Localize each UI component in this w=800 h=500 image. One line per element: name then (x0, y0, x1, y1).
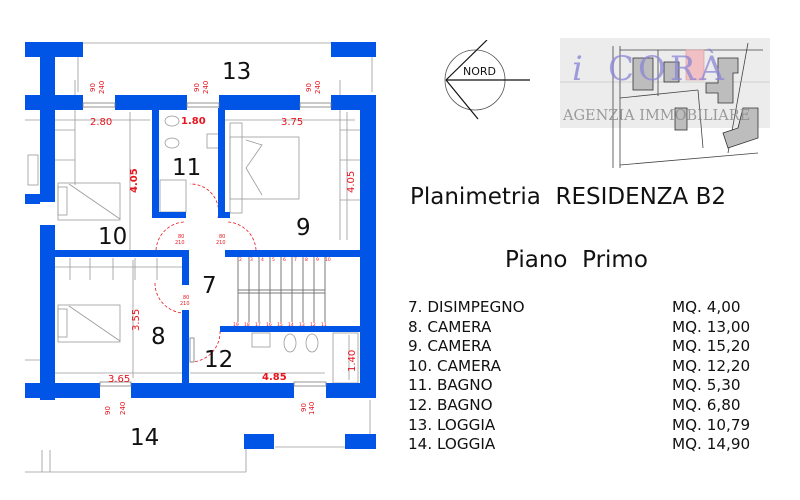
legend-room-area: MQ. 6,80 (672, 395, 741, 414)
svg-text:210: 210 (216, 240, 226, 246)
legend-room-name: 12. BAGNO (408, 395, 493, 414)
room-number-9: 9 (296, 215, 311, 241)
agency-logo: i CORÀ AGENZIA IMMOBILIARE (560, 38, 770, 168)
logo-brand: i (572, 49, 583, 89)
svg-text:10: 10 (325, 257, 331, 263)
legend-room-name: 10. CAMERA (408, 356, 502, 375)
svg-text:4: 4 (261, 257, 264, 263)
svg-text:3: 3 (250, 257, 253, 263)
dim-room8-depth: 3.55 (131, 309, 142, 331)
room-area-legend: 7. DISIMPEGNO MQ. 4,00 8. CAMERA MQ. 13,00… (408, 298, 768, 455)
svg-text:14: 14 (288, 322, 294, 328)
staircase (237, 257, 326, 322)
svg-text:18: 18 (244, 322, 250, 328)
legend-room-area: MQ. 5,30 (672, 376, 741, 395)
legend-row: 8. CAMERA MQ. 13,00 (408, 318, 768, 338)
legend-room-name: 11. BAGNO (408, 376, 493, 395)
dim-room8-width: 3.65 (108, 374, 130, 385)
legend-room-name: 13. LOGGIA (408, 415, 496, 434)
page-title: Planimetria RESIDENZA B2 (410, 184, 727, 210)
dim-room12-width: 4.85 (262, 372, 287, 383)
svg-text:80: 80 (183, 295, 189, 301)
svg-text:12: 12 (310, 322, 316, 328)
legend-room-name: 9. CAMERA (408, 337, 492, 356)
logo-brand-name: CORÀ (608, 48, 728, 89)
svg-text:5: 5 (272, 257, 275, 263)
svg-text:90: 90 (300, 403, 308, 412)
legend-row: 13. LOGGIA MQ. 10,79 (408, 416, 768, 436)
room-numbers: 13 11 10 9 7 8 12 14 (98, 59, 311, 451)
floor-plan: 2 3 4 5 6 7 8 9 10 19 18 17 16 15 14 13 12 11 (25, 42, 376, 473)
svg-text:240: 240 (202, 81, 210, 94)
logo-tagline: AGENZIA IMMOBILIARE (562, 108, 750, 124)
svg-text:11: 11 (321, 322, 327, 328)
window-label-top-1: 90 (89, 83, 97, 92)
legend-row: 12. BAGNO MQ. 6,80 (408, 396, 768, 416)
floor-subtitle: Piano Primo (505, 247, 648, 273)
legend-room-area: MQ. 15,20 (672, 337, 751, 356)
svg-text:90: 90 (193, 83, 201, 92)
dim-room9-depth: 4.05 (346, 171, 357, 193)
svg-text:8: 8 (305, 257, 308, 263)
svg-text:13: 13 (299, 322, 305, 328)
window-labels: 90 240 90 240 90 240 90 240 90 140 (89, 81, 322, 415)
legend-room-area: MQ. 4,00 (672, 298, 741, 316)
svg-text:7: 7 (294, 257, 297, 263)
compass-label: NORD (463, 65, 496, 78)
legend-room-area: MQ. 14,90 (672, 435, 751, 454)
legend-row: 10. CAMERA MQ. 12,20 (408, 357, 768, 377)
legend-row: 14. LOGGIA MQ. 14,90 (408, 435, 768, 455)
svg-text:240: 240 (314, 81, 322, 94)
svg-text:17: 17 (255, 322, 261, 328)
svg-text:15: 15 (277, 322, 283, 328)
svg-text:80: 80 (178, 234, 184, 240)
room-number-10: 10 (98, 224, 127, 250)
highlighted-lot (685, 49, 705, 81)
room-number-12: 12 (204, 347, 233, 373)
room-number-8: 8 (151, 324, 166, 350)
svg-text:240: 240 (119, 402, 127, 415)
svg-text:210: 210 (180, 301, 190, 307)
svg-text:90: 90 (104, 406, 112, 415)
dim-room10-depth: 4.05 (129, 168, 140, 193)
dim-room12-depth: 1.40 (347, 350, 358, 372)
dim-room9-width: 3.75 (281, 117, 303, 128)
legend-row: 7. DISIMPEGNO MQ. 4,00 (408, 298, 768, 318)
legend-room-name: 14. LOGGIA (408, 435, 496, 454)
svg-text:19: 19 (233, 322, 239, 328)
svg-text:2: 2 (239, 257, 242, 263)
room-number-7: 7 (202, 273, 217, 299)
north-compass-icon: NORD (444, 40, 530, 120)
room-number-11: 11 (172, 155, 201, 181)
stair-step-numbers: 2 3 4 5 6 7 8 9 10 19 18 17 16 15 14 13 12 11 (233, 257, 331, 328)
dim-room11-width: 1.80 (181, 116, 206, 127)
svg-text:240: 240 (98, 81, 106, 94)
legend-room-name: 7. DISIMPEGNO (408, 298, 525, 316)
window-frames (82, 102, 332, 387)
door-labels: 80 210 80 210 80 210 (175, 234, 226, 307)
svg-text:210: 210 (175, 240, 185, 246)
legend-room-area: MQ. 10,79 (672, 415, 751, 434)
walls (25, 42, 376, 449)
svg-text:140: 140 (308, 402, 316, 415)
svg-text:9: 9 (316, 257, 319, 263)
site-buildings (632, 57, 759, 149)
room-number-13: 13 (222, 59, 251, 85)
legend-row: 9. CAMERA MQ. 15,20 (408, 337, 768, 357)
legend-row: 11. BAGNO MQ. 5,30 (408, 376, 768, 396)
svg-text:80: 80 (219, 234, 225, 240)
legend-room-area: MQ. 12,20 (672, 356, 751, 375)
svg-text:90: 90 (305, 83, 313, 92)
dim-room10-width: 2.80 (90, 117, 112, 128)
legend-room-name: 8. CAMERA (408, 317, 492, 336)
svg-text:16: 16 (266, 322, 272, 328)
legend-room-area: MQ. 13,00 (672, 317, 751, 336)
svg-text:6: 6 (283, 257, 286, 263)
dimension-labels: 2.80 1.80 3.75 3.65 4.85 4.05 4.05 3.55 … (90, 116, 358, 385)
room-number-14: 14 (130, 425, 159, 451)
